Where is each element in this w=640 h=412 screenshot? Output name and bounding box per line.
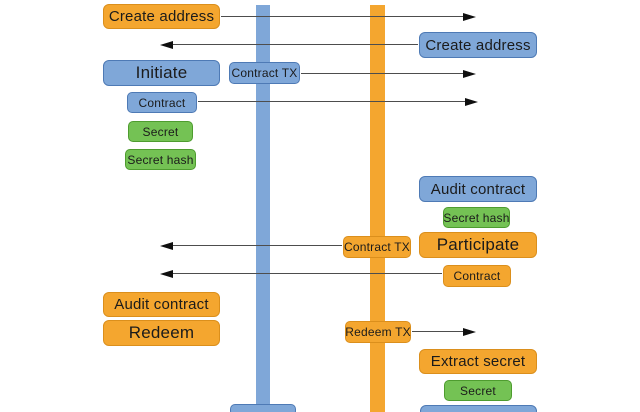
contract-tx-left-label: Contract TX bbox=[229, 62, 300, 84]
contract-tx-arrow-right-line bbox=[301, 73, 465, 74]
contract-tx-arrow-left-head-icon bbox=[160, 241, 173, 250]
contract-arrow-left-head-icon bbox=[160, 269, 173, 278]
contract-arrow-left-line bbox=[171, 273, 442, 274]
extract-secret-box: Extract secret bbox=[419, 349, 537, 374]
redeem-tx-arrow-right-head-icon bbox=[463, 327, 476, 336]
create-address-arrow-right-head-icon bbox=[463, 12, 476, 21]
create-address-right-box: Create address bbox=[419, 32, 537, 58]
secret-left-box: Secret bbox=[128, 121, 193, 142]
redeem-tx-arrow-right-line bbox=[412, 331, 465, 332]
redeem-box: Redeem bbox=[103, 320, 220, 346]
audit-contract-right-box: Audit contract bbox=[419, 176, 537, 202]
contract-tx-right-label: Contract TX bbox=[343, 236, 411, 258]
right-chain-lifeline bbox=[370, 5, 385, 412]
secret-hash-right-box: Secret hash bbox=[443, 207, 510, 228]
contract-tx-arrow-right-head-icon bbox=[463, 69, 476, 78]
redeem-tx-label: Redeem TX bbox=[345, 321, 411, 343]
left-chain-lifeline bbox=[256, 5, 270, 405]
create-address-arrow-right-line bbox=[221, 16, 465, 17]
initiate-box: Initiate bbox=[103, 60, 220, 86]
create-address-arrow-left-head-icon bbox=[160, 40, 173, 49]
contract-tx-arrow-left-line bbox=[171, 245, 342, 246]
partial-box-right-bottom bbox=[420, 405, 537, 412]
create-address-left-box: Create address bbox=[103, 4, 220, 29]
contract-left-box: Contract bbox=[127, 92, 197, 113]
contract-arrow-right-head-icon bbox=[465, 97, 478, 106]
secret-right-box: Secret bbox=[444, 380, 512, 401]
create-address-arrow-left-line bbox=[171, 44, 418, 45]
partial-box-left-bottom bbox=[230, 404, 296, 412]
secret-hash-left-box: Secret hash bbox=[125, 149, 196, 170]
contract-arrow-right-line bbox=[198, 101, 467, 102]
audit-contract-left-box: Audit contract bbox=[103, 292, 220, 317]
contract-right-box: Contract bbox=[443, 265, 511, 287]
participate-box: Participate bbox=[419, 232, 537, 258]
